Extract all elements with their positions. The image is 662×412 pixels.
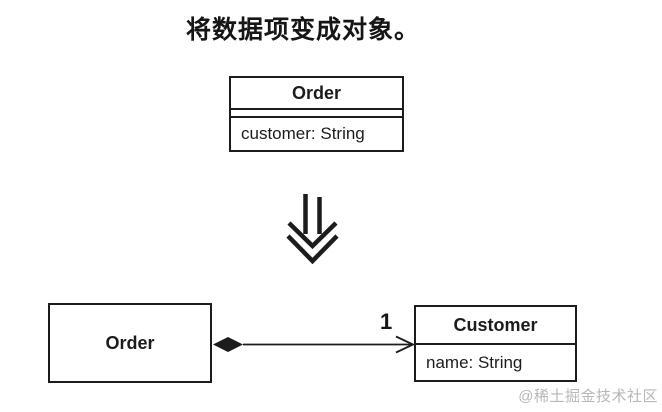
class-attribute-label: name: String bbox=[426, 353, 523, 372]
uml-class-order-after: Order bbox=[48, 303, 212, 383]
diagram-title: 将数据项变成对象。 bbox=[185, 16, 421, 44]
class-name-label: Order bbox=[105, 332, 155, 353]
open-arrowhead-icon bbox=[395, 335, 416, 354]
double-chevron-down-arrow-icon bbox=[286, 194, 339, 265]
watermark-label: @稀土掘金技术社区 bbox=[518, 388, 658, 405]
class-name-label: Customer bbox=[416, 307, 575, 345]
class-name-label: Order bbox=[231, 78, 402, 110]
uml-class-order-before: Order customer: String bbox=[229, 76, 404, 152]
multiplicity-label: 1 bbox=[380, 309, 393, 334]
class-attribute-label: customer: String bbox=[231, 116, 402, 150]
composition-association bbox=[213, 335, 416, 354]
uml-class-customer: Customer name: String bbox=[414, 305, 577, 382]
filled-diamond-icon bbox=[213, 337, 243, 352]
